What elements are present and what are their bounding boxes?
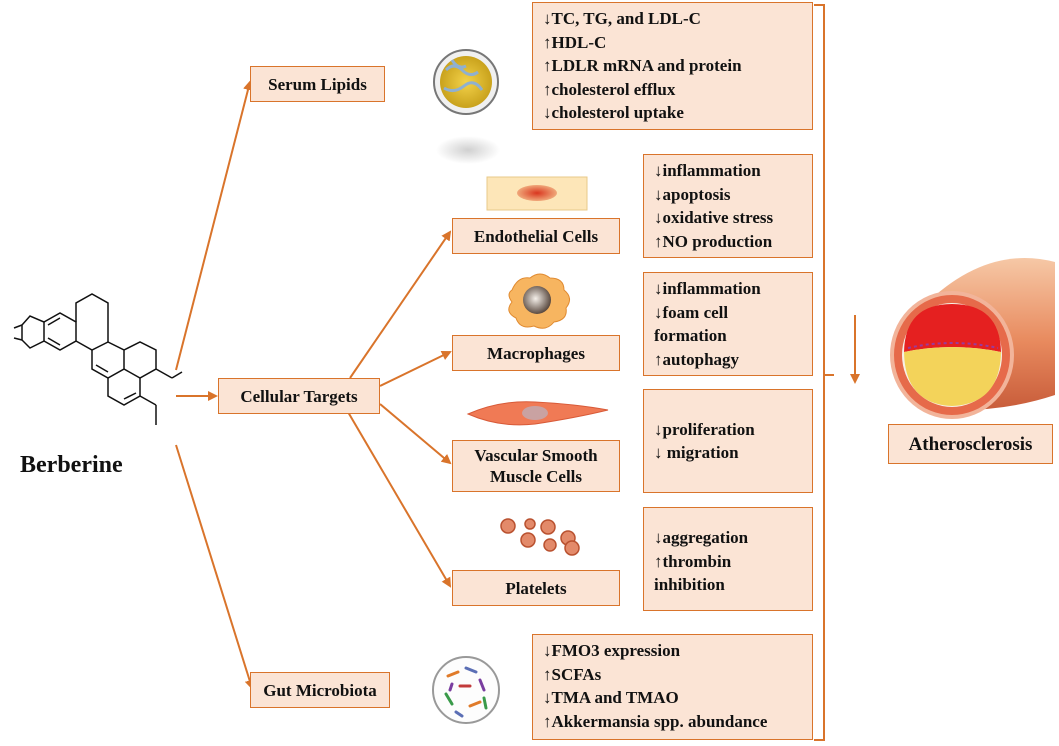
effect-item: ↑Akkermansia spp. abundance — [543, 711, 768, 731]
platelets-icon — [500, 518, 580, 556]
gut-microbiota-box: Gut Microbiota — [250, 672, 390, 708]
arrow-to-vsmc — [379, 403, 452, 465]
vsmc-effects: ↓proliferation ↓ migration — [643, 389, 813, 493]
platelets-box: Platelets — [452, 570, 620, 606]
gut-microbiota-label: Gut Microbiota — [263, 680, 377, 700]
effect-item: ↑LDLR mRNA and protein — [543, 56, 742, 75]
effect-item: ↓aggregation — [654, 528, 749, 547]
berberine-structure — [13, 293, 183, 425]
lipid-particle-icon — [433, 49, 499, 115]
arrow-to-platelets — [347, 411, 452, 588]
effect-item: ↓FMO3 expression — [543, 641, 681, 660]
endothelial-cell-icon — [486, 176, 588, 211]
gut-microbiota-effects: ↓FMO3 expression ↑SCFAs ↓TMA and TMAO ↑A… — [532, 634, 813, 740]
effect-item: inhibition — [654, 575, 725, 594]
arrow-berberine-gut-microbiota — [175, 444, 255, 690]
effect-item: ↓inflammation — [654, 279, 761, 298]
vsmc-label-line1: Vascular Smooth — [474, 446, 598, 465]
effect-item: ↓TMA and TMAO — [543, 688, 679, 707]
macrophages-effects: ↓inflammation ↓foam cell formation ↑auto… — [643, 272, 813, 376]
platelets-label: Platelets — [505, 578, 567, 598]
bracket — [814, 4, 825, 741]
serum-lipids-box: Serum Lipids — [250, 66, 385, 102]
macrophages-label: Macrophages — [487, 343, 585, 363]
endothelial-cells-label: Endothelial Cells — [473, 226, 599, 246]
effect-item: ↓inflammation — [654, 161, 761, 180]
effect-item: ↓ migration — [654, 443, 739, 462]
effect-item: ↓TC, TG, and LDL-C — [543, 9, 701, 28]
effect-item: formation — [654, 326, 727, 345]
arrow-to-endothelial — [349, 230, 452, 379]
serum-lipids-effects: ↓TC, TG, and LDL-C ↑HDL-C ↑LDLR mRNA and… — [532, 2, 813, 130]
vsmc-box: Vascular Smooth Muscle Cells — [452, 440, 620, 492]
effect-item: ↓proliferation — [654, 419, 755, 439]
atherosclerosis-label: Atherosclerosis — [908, 433, 1033, 455]
effect-item: ↑cholesterol efflux — [543, 79, 676, 99]
effect-item: ↓apoptosis — [654, 184, 731, 204]
arrow-to-macrophages — [379, 350, 452, 387]
effect-item: ↑NO production — [654, 231, 773, 251]
cellular-targets-label: Cellular Targets — [240, 386, 358, 406]
endothelial-cells-box: Endothelial Cells — [452, 218, 620, 254]
effect-item: ↓oxidative stress — [654, 208, 774, 227]
arrow-berberine-serum-lipids — [175, 80, 253, 371]
effect-item: ↓cholesterol uptake — [543, 103, 684, 122]
effect-item: ↑thrombin — [654, 551, 732, 571]
shadow-blur — [436, 136, 500, 164]
effect-item: ↑SCFAs — [543, 664, 602, 684]
macrophages-box: Macrophages — [452, 335, 620, 371]
vsmc-icon — [466, 401, 609, 426]
cellular-targets-box: Cellular Targets — [218, 378, 380, 414]
atherosclerosis-box: Atherosclerosis — [888, 424, 1053, 464]
platelets-effects: ↓aggregation ↑thrombin inhibition — [643, 507, 813, 611]
effect-item: ↑HDL-C — [543, 32, 607, 52]
vsmc-label-line2: Muscle Cells — [489, 467, 583, 486]
macrophage-icon — [508, 273, 570, 329]
berberine-title: Berberine — [20, 452, 123, 478]
artery-icon — [890, 257, 1055, 419]
serum-lipids-label: Serum Lipids — [268, 74, 367, 94]
endothelial-effects: ↓inflammation ↓apoptosis ↓oxidative stre… — [643, 154, 813, 258]
effect-item: ↓foam cell — [654, 302, 729, 322]
gut-microbiota-icon — [432, 656, 500, 724]
effect-item: ↑autophagy — [654, 349, 740, 369]
